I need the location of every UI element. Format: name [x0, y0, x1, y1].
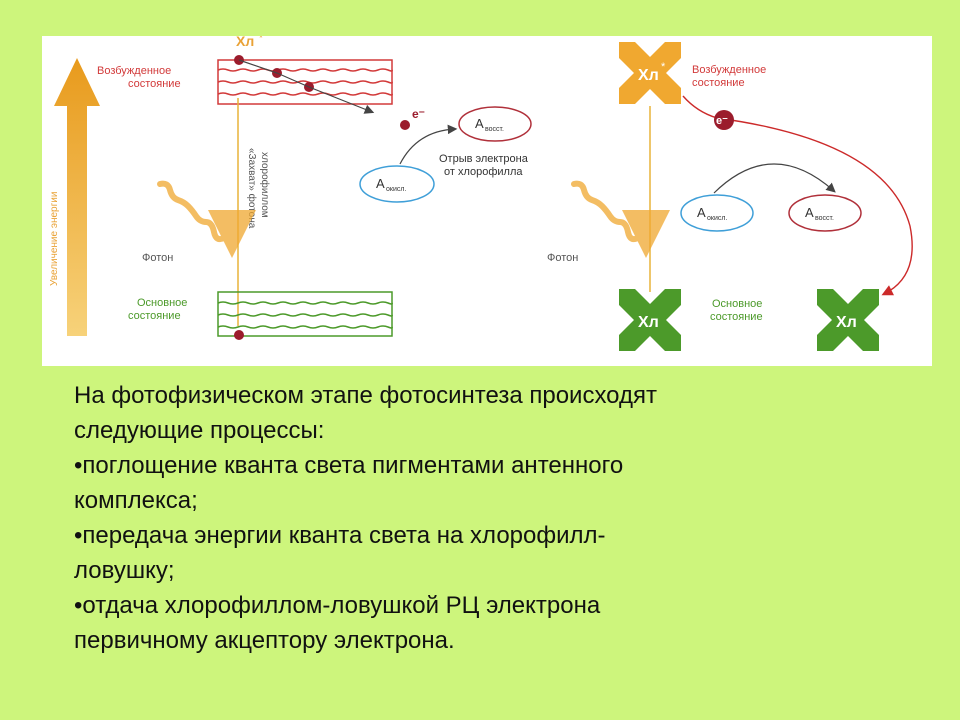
svg-text:«Захват» фотона: «Захват» фотона — [246, 148, 258, 229]
photon-label-right: Фотон — [547, 252, 578, 264]
acceptor-reduced-left: А восст. — [458, 106, 532, 142]
bullet-3-line-1: •отдача хлорофиллом-ловушкой РЦ электрон… — [74, 592, 601, 619]
svg-text:А: А — [376, 176, 385, 191]
excited-state-box — [217, 59, 393, 105]
bullet-2-line-2: ловушку; — [74, 557, 175, 584]
photon-wave-right — [571, 180, 670, 258]
photon-label-left: Фотон — [142, 252, 173, 264]
excited-state-label-left-1: Возбужденное — [97, 65, 171, 77]
chlorophyll-reduced-icon: Хл — [817, 289, 879, 351]
acceptor-oxidized-left: А окисл. — [359, 165, 435, 203]
capture-text: «Захват» фотона хлорофиллом — [246, 148, 271, 229]
ground-state-label-right-2: состояние — [710, 311, 763, 323]
chl-excited-star-left: * — [259, 36, 263, 44]
svg-text:*: * — [661, 61, 666, 73]
ground-state-label-left-2: состояние — [128, 310, 181, 322]
acceptor-oxidized-right: А окисл. — [680, 194, 754, 232]
svg-text:А: А — [805, 205, 814, 220]
energy-axis-arrow — [54, 58, 100, 336]
svg-text:окисл.: окисл. — [707, 215, 727, 222]
excited-state-label-right-2: состояние — [692, 77, 745, 89]
detach-label-2: от хлорофилла — [444, 166, 523, 178]
excited-state-label-left-2: состояние — [128, 78, 181, 90]
bullet-3-line-2: первичному акцептору электрона. — [74, 627, 455, 654]
chl-excited-label-left: Хл — [236, 36, 254, 49]
svg-text:А: А — [697, 205, 706, 220]
svg-text:восст.: восст. — [485, 126, 504, 133]
ground-state-label-left-1: Основное — [137, 297, 187, 309]
svg-text:Хл: Хл — [638, 67, 659, 84]
energy-axis-label: Увеличение энергии — [49, 192, 60, 286]
acceptor-transfer-arrow-right — [713, 163, 836, 194]
photon-wave-left — [157, 180, 256, 258]
svg-text:А: А — [475, 116, 484, 131]
excited-state-label-right-1: Возбужденное — [692, 64, 766, 76]
svg-text:восст.: восст. — [815, 215, 834, 222]
svg-text:окисл.: окисл. — [386, 186, 406, 193]
photosynthesis-diagram: Увеличение энергии Хл * Возбужденное сос… — [49, 36, 913, 351]
intro-line-2: следующие процессы: — [74, 417, 325, 444]
svg-text:Хл: Хл — [638, 314, 659, 331]
text-block: На фотофизическом этапе фотосинтеза прои… — [74, 378, 914, 658]
diagram-panel: Увеличение энергии Хл * Возбужденное сос… — [42, 36, 932, 366]
electron-label-left: e⁻ — [412, 107, 425, 121]
ground-state-label-right-1: Основное — [712, 298, 762, 310]
electron-arc-right — [682, 95, 913, 296]
electron-path-arrow — [238, 59, 375, 114]
chlorophyll-excited-icon: Хл * — [619, 42, 681, 104]
electron-icon-right — [714, 110, 734, 130]
chlorophyll-ground-icon: Хл — [619, 289, 681, 351]
acceptor-reduced-right: А восст. — [788, 194, 862, 232]
ground-electron — [234, 330, 244, 340]
electron-label-right: e⁻ — [716, 115, 728, 127]
svg-text:Хл: Хл — [836, 314, 857, 331]
acceptor-transfer-arrow-left — [399, 124, 458, 165]
bullet-2-line-1: •передача энергии кванта света на хлороф… — [74, 522, 606, 549]
bullet-1-line-1: •поглощение кванта света пигментами анте… — [74, 452, 624, 479]
bullet-1-line-2: комплекса; — [74, 487, 198, 514]
intro-line-1: На фотофизическом этапе фотосинтеза прои… — [74, 382, 657, 409]
svg-text:хлорофиллом: хлорофиллом — [259, 152, 271, 218]
ground-state-box — [217, 291, 393, 337]
detach-label-1: Отрыв электрона — [439, 153, 529, 165]
